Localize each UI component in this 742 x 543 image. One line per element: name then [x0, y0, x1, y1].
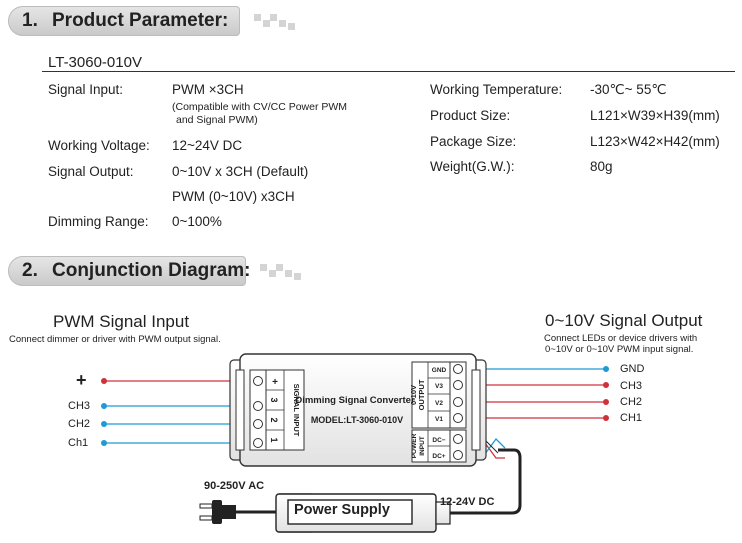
dc-voltage-label: 12-24V DC — [440, 496, 495, 508]
output-label-1: 0-10V — [409, 385, 418, 405]
param-label-working-temperature: Working Temperature: — [430, 82, 563, 97]
param-note-1: (Compatible with CV/CC Power PWM — [172, 101, 348, 113]
param-value-weight: 80g — [590, 159, 613, 174]
signal-input-label: SIGNAL INPUT — [292, 384, 301, 437]
ac-voltage-label: 90-250V AC — [204, 480, 265, 492]
power-supply-label: Power Supply — [294, 502, 390, 518]
output-ch3-label: CH3 — [620, 380, 643, 392]
section-number: 1. — [22, 10, 38, 31]
param-value-signal-input: PWM ×3CH — [172, 82, 244, 97]
power-label-1: POWER — [411, 433, 418, 458]
section-banner-conjunction-diagram: 2. Conjunction Diagram: — [8, 256, 308, 286]
section-title: Conjunction Diagram: — [52, 260, 251, 281]
output-pin-v1: V1 — [435, 416, 443, 423]
output-gnd-label: GND — [620, 363, 645, 375]
output-subtitle-1: Connect LEDs or device drivers with — [544, 333, 698, 344]
output-ch2-label: CH2 — [620, 396, 643, 408]
divider-rule — [42, 71, 735, 72]
device-name: Dimming Signal Converter — [295, 395, 415, 406]
param-label-weight: Weight(G.W.): — [430, 159, 515, 174]
output-ch1-label: CH1 — [620, 412, 643, 424]
model-number: LT-3060-010V — [48, 54, 142, 71]
output-label-2: OUTPUT — [417, 379, 426, 410]
ac-plug-icon — [199, 500, 236, 524]
param-value-signal-output: 0~10V x 3CH (Default) — [172, 164, 309, 179]
param-value-working-temperature: -30℃~ 55℃ — [590, 82, 667, 97]
pwm-input-title: PWM Signal Input — [53, 312, 190, 331]
output-pin-v3: V3 — [435, 383, 443, 390]
param-value-dimming-range: 0~100% — [172, 214, 222, 229]
banner-pill — [8, 6, 240, 36]
pixel-decoration — [260, 264, 306, 280]
output-wires — [466, 366, 609, 421]
pwm-input-subtitle: Connect dimmer or driver with PWM output… — [9, 334, 221, 345]
param-label-dimming-range: Dimming Range: — [48, 214, 149, 229]
output-pin-gnd: GND — [432, 367, 447, 374]
param-label-product-size: Product Size: — [430, 108, 511, 123]
device-labels: + 3 2 1 SIGNAL INPUT Dimming Signal Conv… — [269, 367, 447, 460]
param-value-signal-output-2: PWM (0~10V) x3CH — [172, 189, 295, 204]
input-ch3-label: CH3 — [68, 400, 91, 412]
param-value-working-voltage: 12~24V DC — [172, 138, 243, 153]
param-label-signal-output: Signal Output: — [48, 164, 134, 179]
input-ch1-label: Ch1 — [68, 437, 89, 449]
input-plus-label: + — [76, 370, 87, 390]
banner-pill — [8, 256, 246, 286]
section-banner-product-parameter: 1. Product Parameter: — [8, 6, 308, 36]
output-title: 0~10V Signal Output — [545, 311, 703, 330]
param-label-working-voltage: Working Voltage: — [48, 138, 150, 153]
power-label-2: INPUT — [419, 436, 426, 456]
param-note-2: and Signal PWM) — [176, 114, 258, 126]
section-title: Product Parameter: — [52, 10, 229, 31]
output-pin-v2: V2 — [435, 400, 443, 407]
signal-pin-1: 1 — [269, 437, 279, 442]
power-supply-assembly — [199, 493, 451, 533]
converter-case — [229, 353, 487, 467]
input-wires — [101, 378, 252, 446]
signal-pin-2: 2 — [269, 417, 279, 422]
power-pin-dc-plus: DC+ — [432, 453, 445, 460]
param-value-package-size: L123×W42×H42(mm) — [590, 134, 720, 149]
param-label-signal-input: Signal Input: — [48, 82, 124, 97]
pixel-decoration — [254, 14, 300, 30]
output-subtitle-2: 0~10V or 0~10V PWM input signal. — [545, 344, 694, 355]
power-pin-dc-minus: DC− — [432, 437, 445, 444]
param-value-product-size: L121×W39×H39(mm) — [590, 108, 720, 123]
param-label-package-size: Package Size: — [430, 134, 517, 149]
signal-pin-plus: + — [272, 377, 278, 388]
input-ch2-label: CH2 — [68, 418, 91, 430]
signal-pin-3: 3 — [269, 397, 279, 402]
section-number: 2. — [22, 260, 38, 281]
device-model: MODEL:LT-3060-010V — [311, 415, 403, 425]
